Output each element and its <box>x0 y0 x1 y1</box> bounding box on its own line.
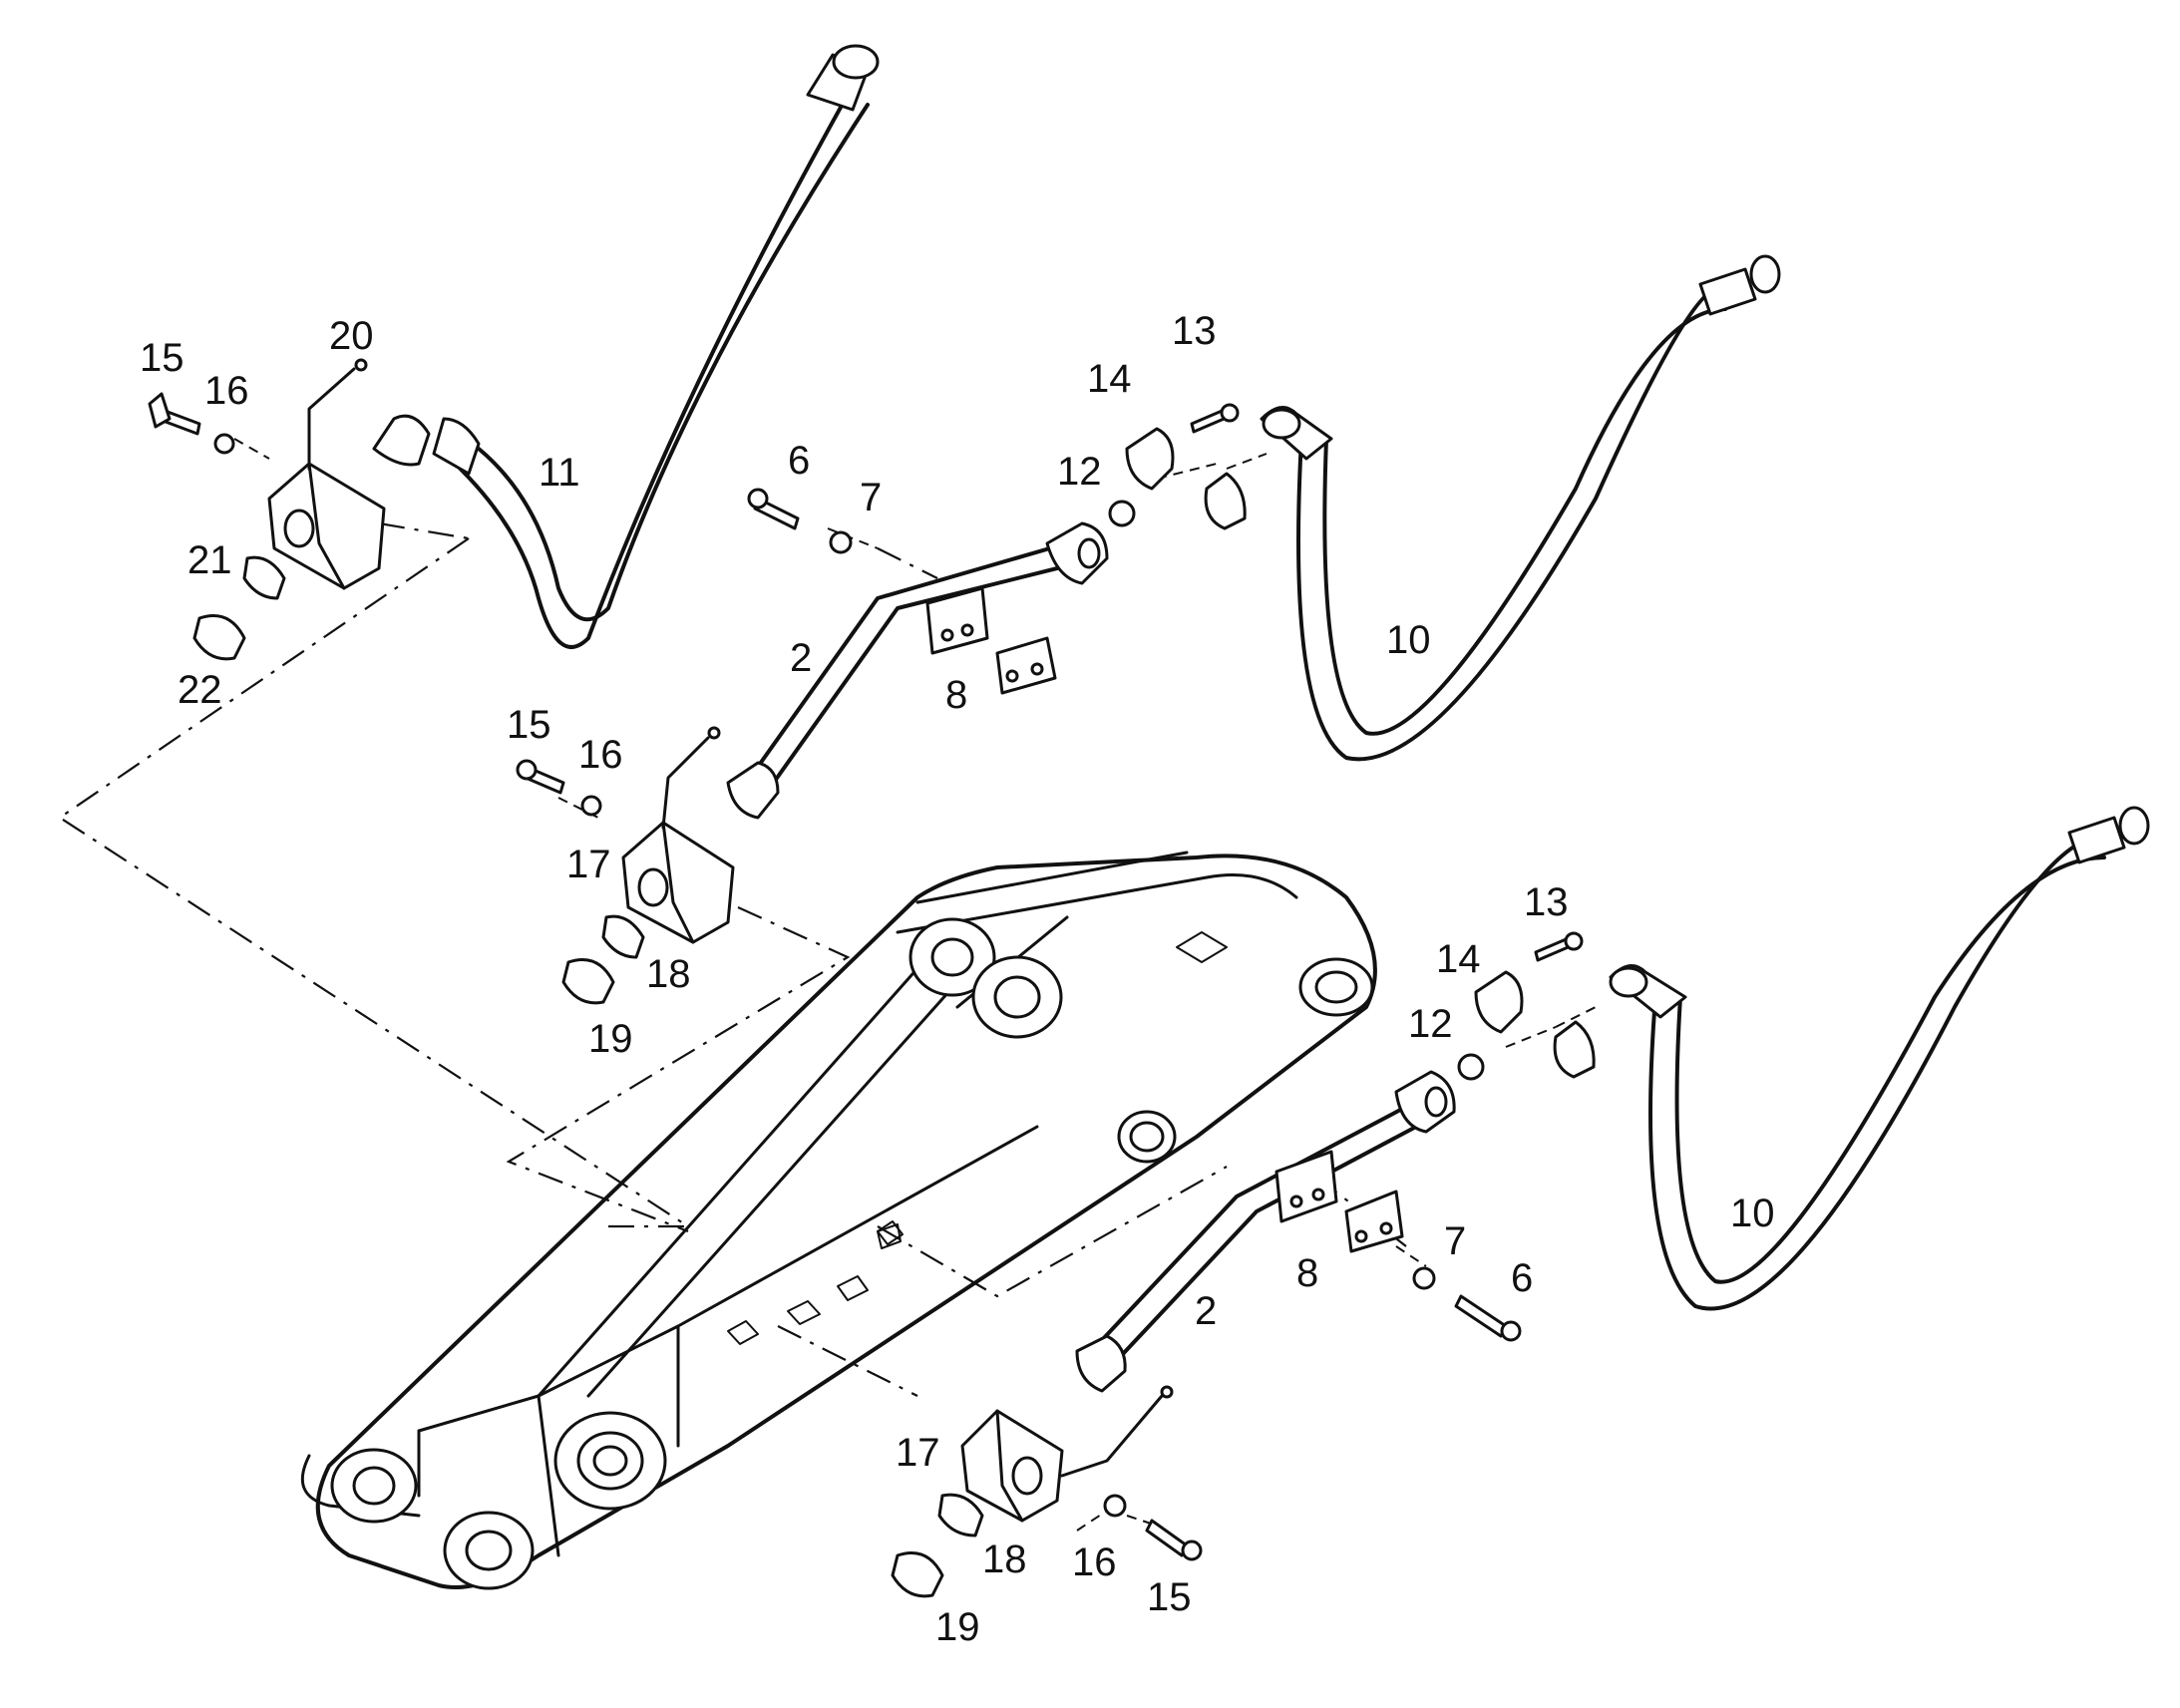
callout-17: 17 <box>566 843 611 886</box>
callout-2: 2 <box>1195 1289 1217 1333</box>
hose-10-upper <box>1260 254 1781 762</box>
boom-arm <box>300 851 1377 1590</box>
callout-6: 6 <box>1511 1256 1533 1300</box>
callout-16: 16 <box>1072 1540 1117 1584</box>
valve-block-middle <box>516 726 735 1005</box>
callout-10: 10 <box>1730 1192 1775 1235</box>
callout-8: 8 <box>945 673 967 717</box>
hose-10-lower <box>1609 806 2150 1311</box>
callout-15: 15 <box>140 336 184 380</box>
flange-clamp-lower <box>1457 931 1596 1081</box>
hose-11 <box>372 44 880 649</box>
valve-block-upper <box>148 358 386 661</box>
callout-14: 14 <box>1436 937 1481 981</box>
callout-18: 18 <box>982 1537 1027 1581</box>
callout-7: 7 <box>860 476 882 519</box>
callout-18: 18 <box>646 952 691 996</box>
callout-10: 10 <box>1386 618 1431 662</box>
callout-labels: 15 16 20 11 21 22 6 7 14 13 12 10 2 8 15… <box>140 309 1775 1649</box>
callout-21: 21 <box>187 538 232 582</box>
callout-12: 12 <box>1408 1002 1453 1046</box>
callout-12: 12 <box>1057 450 1102 494</box>
callout-19: 19 <box>588 1017 633 1061</box>
callout-17: 17 <box>896 1431 940 1475</box>
callout-2: 2 <box>790 636 812 680</box>
callout-20: 20 <box>329 314 374 358</box>
callout-13: 13 <box>1172 309 1217 353</box>
callout-16: 16 <box>578 733 623 777</box>
callout-16: 16 <box>204 369 249 413</box>
pipe-2-upper <box>726 488 1109 820</box>
callout-15: 15 <box>1147 1575 1192 1619</box>
callout-6: 6 <box>788 439 810 483</box>
callout-8: 8 <box>1296 1251 1318 1295</box>
callout-14: 14 <box>1087 357 1132 401</box>
callout-22: 22 <box>178 668 222 712</box>
callout-7: 7 <box>1444 1219 1466 1263</box>
callout-15: 15 <box>507 703 551 747</box>
callout-19: 19 <box>935 1605 980 1649</box>
callout-13: 13 <box>1524 880 1569 924</box>
valve-block-lower <box>891 1385 1203 1598</box>
pipe-2-lower <box>1075 1070 1522 1393</box>
flange-clamp-upper <box>1108 403 1247 530</box>
callout-11: 11 <box>539 451 580 495</box>
